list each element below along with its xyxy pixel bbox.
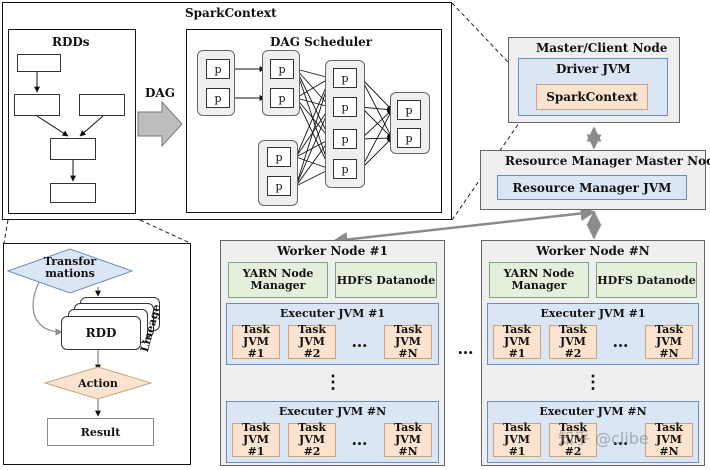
task-jvm: Task JVM #2 xyxy=(549,422,597,458)
worker-ellipsis: … xyxy=(457,338,475,358)
master-title: Master/Client Node xyxy=(536,41,668,55)
partition: p xyxy=(333,97,357,117)
action-label: Action xyxy=(78,376,118,390)
lineage-shapes xyxy=(6,248,153,400)
task-jvm: Task JVM #2 xyxy=(288,422,336,458)
partition: p xyxy=(333,129,357,149)
executor-vertical-ellipsis: ⋮ xyxy=(324,372,342,393)
lineage-panel xyxy=(3,243,191,465)
partition: p xyxy=(267,147,291,167)
partition: p xyxy=(333,159,357,179)
rm-title: Resource Manager Master Node xyxy=(505,154,710,168)
transformations-label: Transfor mations xyxy=(43,255,97,280)
rdd-node xyxy=(79,94,125,116)
zoom-line-right xyxy=(139,219,191,244)
result-box: Result xyxy=(47,418,154,446)
rdd-arrow-2 xyxy=(36,115,69,137)
rdds-label: RDDs xyxy=(52,35,90,49)
zoom-line-top xyxy=(451,2,526,81)
task-jvm: Task JVM #1 xyxy=(232,324,280,360)
yarn-node-manager: YARN Node Manager xyxy=(489,262,589,298)
executor-jvm-title: Executer JVM #1 xyxy=(280,307,385,320)
task-jvm: Task JVM #1 xyxy=(493,324,541,360)
dag-scheduler-box xyxy=(186,29,442,213)
rdds-box xyxy=(8,29,136,214)
dag-arrow-label: DAG xyxy=(145,86,175,100)
partition: p xyxy=(267,176,291,196)
dag-shuffle-edges-b xyxy=(360,77,393,170)
hdfs-datanode: HDFS Datanode xyxy=(596,262,697,298)
rdd-arrow-3 xyxy=(79,115,104,137)
action-diamond xyxy=(43,366,153,400)
partition: p xyxy=(270,59,294,79)
task-jvm: Task JVM #1 xyxy=(493,422,541,458)
dag-big-arrow xyxy=(137,100,183,148)
rm-jvm: Resource Manager JVM xyxy=(497,175,687,200)
rm-worker-1-link xyxy=(332,206,596,247)
task-ellipsis: … xyxy=(351,331,369,351)
task-ellipsis: … xyxy=(612,331,630,351)
partition: p xyxy=(206,88,230,108)
task-ellipsis: … xyxy=(612,429,630,449)
zoom-line-left xyxy=(3,219,9,244)
executor-jvm-title: Executer JVM #N xyxy=(278,405,387,418)
dag-scheduler-label: DAG Scheduler xyxy=(270,35,373,49)
task-jvm: Task JVM #2 xyxy=(288,324,336,360)
dag-shuffle-edges-a xyxy=(295,68,332,187)
rdd-node xyxy=(50,138,96,160)
worker-title: Worker Node #1 xyxy=(277,244,388,258)
task-jvm: Task JVM #N xyxy=(645,422,693,458)
rdd-node xyxy=(14,94,60,116)
task-jvm: Task JVM #N xyxy=(645,324,693,360)
task-jvm: Task JVM #N xyxy=(384,422,432,458)
worker-title: Worker Node #N xyxy=(536,244,650,258)
rdd-node xyxy=(50,183,96,203)
task-jvm: Task JVM #2 xyxy=(549,324,597,360)
rdd-card: RDD xyxy=(61,316,141,350)
executor-jvm-title: Executer JVM #1 xyxy=(540,307,646,320)
rdd-node xyxy=(17,54,61,72)
task-jvm: Task JVM #N xyxy=(384,324,432,360)
driver-sparkcontext: SparkContext xyxy=(536,84,648,110)
sparkcontext-panel xyxy=(2,2,452,220)
partition: p xyxy=(333,68,357,88)
driver-jvm-label: Driver JVM xyxy=(556,62,631,76)
transformations-diamond xyxy=(6,248,134,294)
partition: p xyxy=(270,88,294,108)
sparkcontext-title: SparkContext xyxy=(185,6,277,20)
executor-vertical-ellipsis: ⋮ xyxy=(584,372,602,393)
task-jvm: Task JVM #1 xyxy=(232,422,280,458)
partition: p xyxy=(397,100,421,120)
partition: p xyxy=(206,59,230,79)
partition: p xyxy=(397,128,421,148)
yarn-node-manager: YARN Node Manager xyxy=(228,262,328,298)
lineage-loop-arrow xyxy=(32,279,63,336)
executor-jvm-title: Executer JVM #N xyxy=(539,405,647,418)
hdfs-datanode: HDFS Datanode xyxy=(335,262,437,298)
watermark: 知乎 @clibe xyxy=(558,429,649,448)
task-ellipsis: … xyxy=(351,429,369,449)
